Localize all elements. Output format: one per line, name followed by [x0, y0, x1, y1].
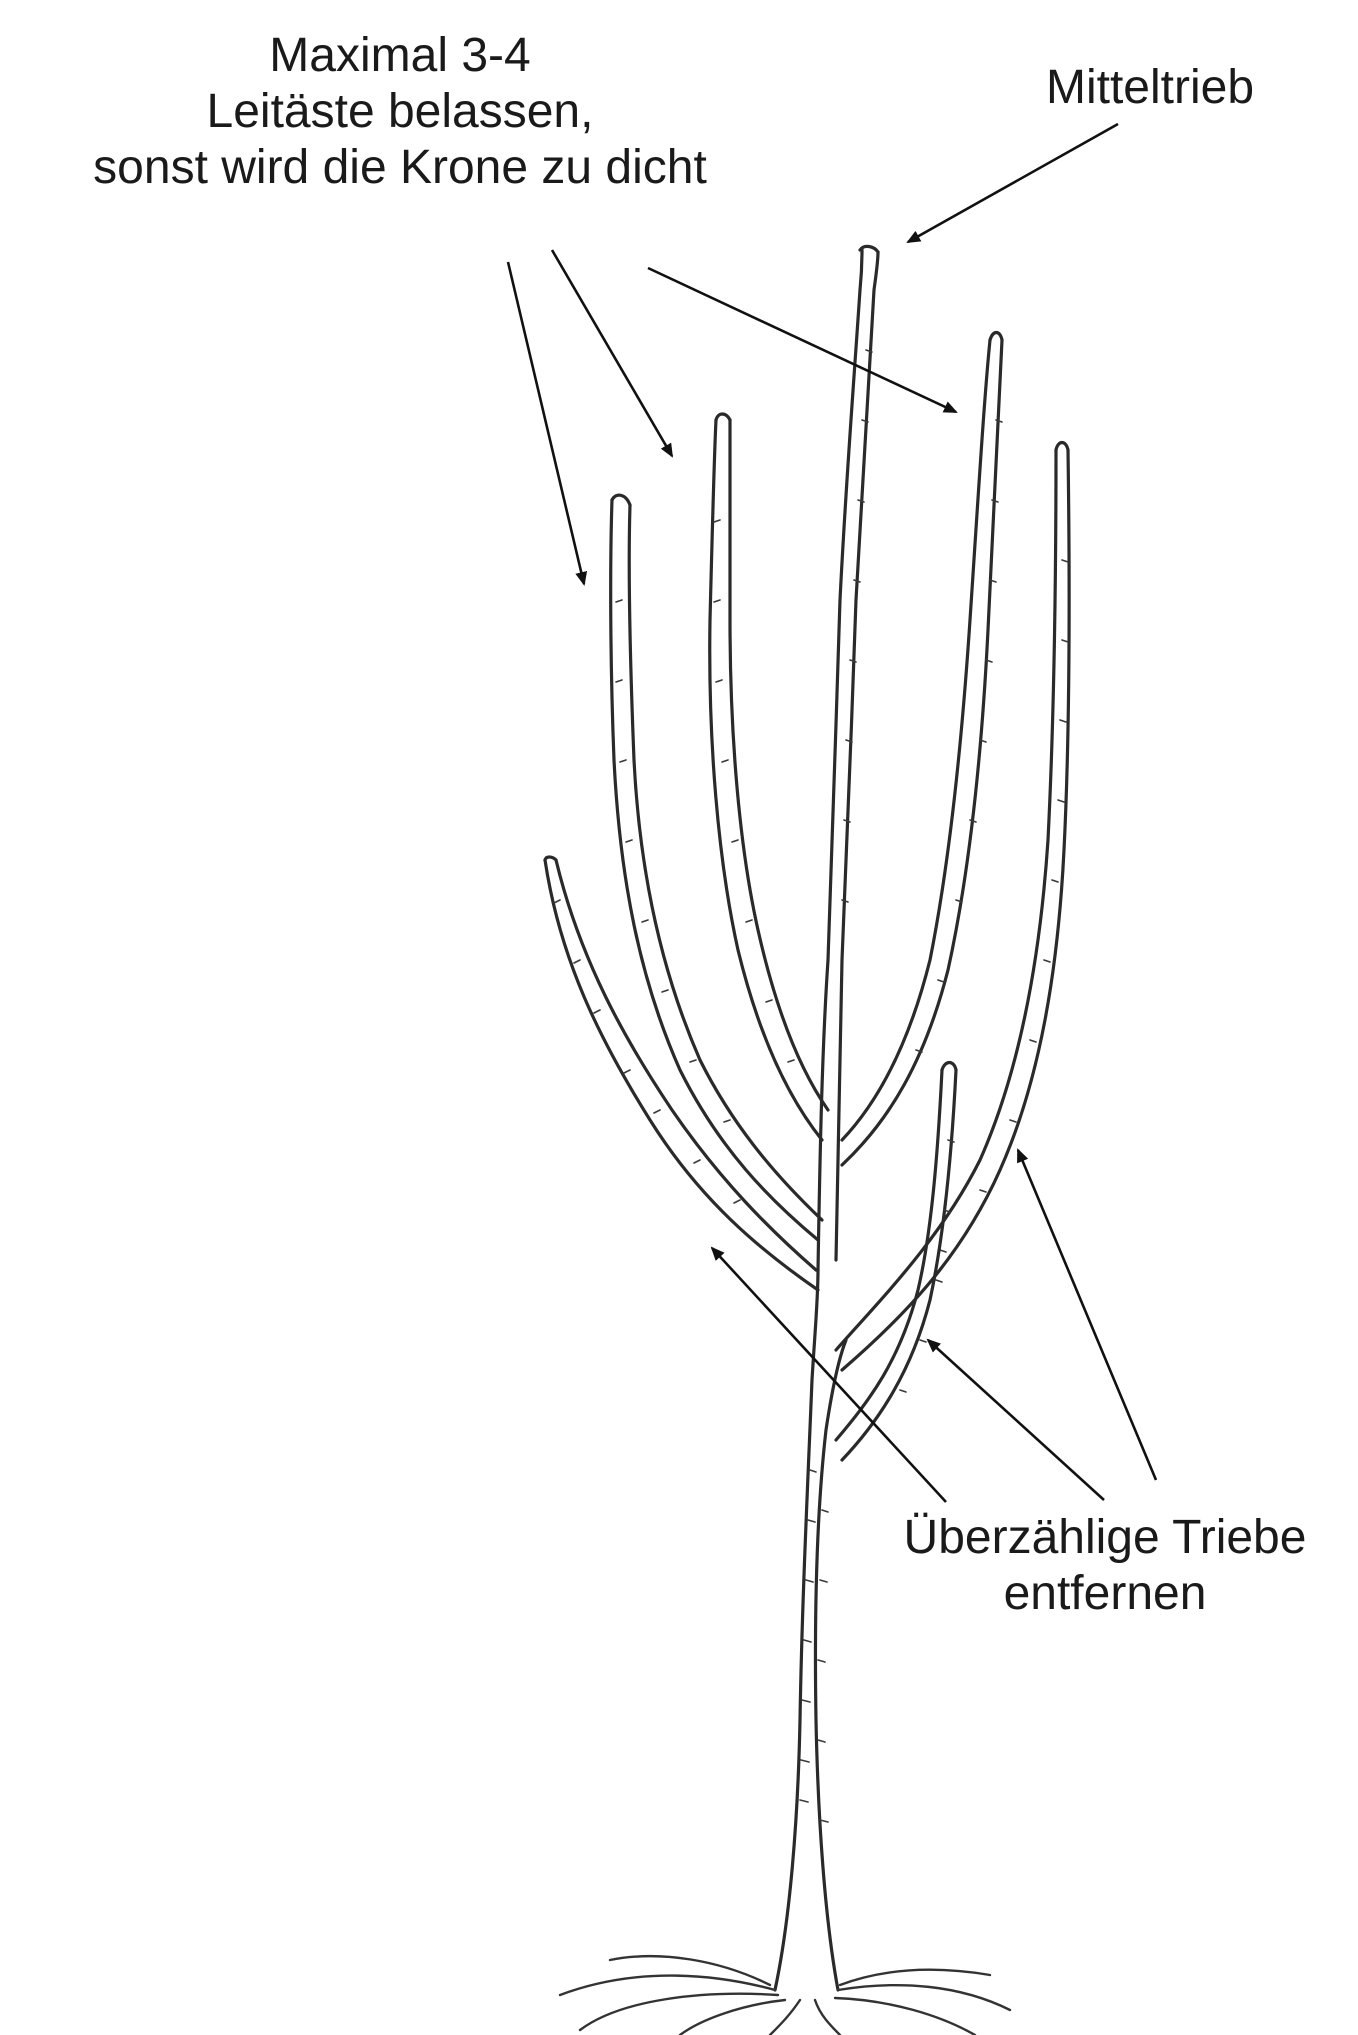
- leader-branch-second: [611, 495, 822, 1240]
- arrow-to-excess-right: [1018, 1150, 1156, 1480]
- leitaeste-label: Maximal 3-4 Leitäste belassen, sonst wir…: [40, 28, 760, 196]
- arrows-leitaeste: [508, 250, 956, 584]
- roots: [560, 1956, 1010, 2035]
- arrow-to-excess-shoot: [928, 1340, 1104, 1500]
- leader-branch-right-inner: [842, 333, 1002, 1166]
- leader-branch-right-outer: [836, 443, 1069, 1371]
- arrow-to-central-leader: [908, 124, 1118, 242]
- mitteltrieb-label: Mitteltrieb: [1000, 60, 1300, 116]
- leitaeste-line-2: Leitäste belassen,: [40, 84, 760, 140]
- arrow-to-excess-left: [712, 1248, 946, 1502]
- ueberzaehlig-line-2: entfernen: [860, 1566, 1350, 1622]
- ueberzaehlig-line-1: Überzählige Triebe: [860, 1510, 1350, 1566]
- central-leader: [818, 246, 878, 1270]
- leitaeste-line-1: Maximal 3-4: [40, 28, 760, 84]
- arrow-to-branch-right-inner: [648, 268, 956, 412]
- leitaeste-line-3: sonst wird die Krone zu dicht: [40, 140, 760, 196]
- arrow-to-branch-second: [508, 262, 584, 584]
- arrow-to-branch-third: [552, 250, 672, 456]
- ueberzaehlig-label: Überzählige Triebe entfernen: [860, 1510, 1350, 1622]
- leader-branch-third: [710, 414, 828, 1140]
- trunk: [775, 1270, 846, 1990]
